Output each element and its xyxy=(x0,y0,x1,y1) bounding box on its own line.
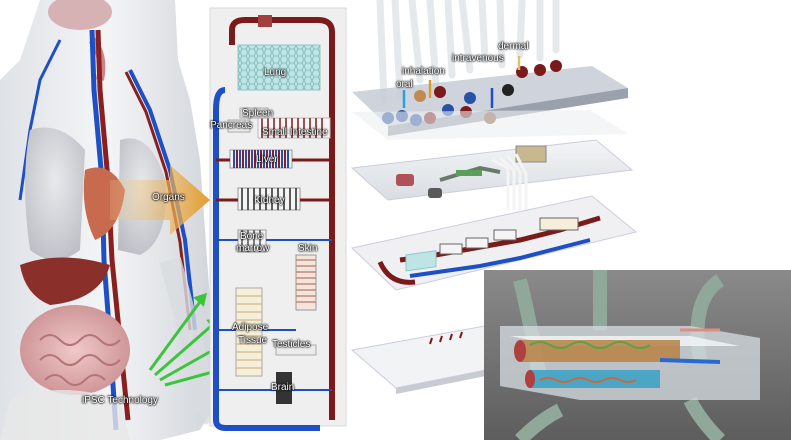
membrane-layer xyxy=(352,110,628,140)
testicles-label: Testicles xyxy=(272,339,311,350)
organs-label: Organs xyxy=(152,192,185,203)
ipsc-label: iPSC Technology xyxy=(82,395,158,406)
pancreas-label: Pancreas xyxy=(210,120,253,131)
skin-label: Skin xyxy=(298,243,318,254)
adipose-label-line1: Adipose xyxy=(232,322,269,333)
skin-chamber xyxy=(295,254,317,311)
brain xyxy=(48,0,112,30)
small-intestine-chamber xyxy=(257,117,331,139)
testicles-chamber xyxy=(275,344,317,356)
artery-channel xyxy=(229,17,335,420)
liver xyxy=(20,257,110,305)
adipose-chamber xyxy=(235,287,263,377)
adipose-label-line2: Tissue xyxy=(238,335,268,346)
kidney-label: Kidney xyxy=(254,195,285,206)
top-layer xyxy=(352,66,628,126)
route-dermal-label: dermal xyxy=(498,41,529,52)
small-intestine-label: Small Intestine xyxy=(262,127,328,138)
left-lung xyxy=(25,127,85,260)
route-intravenous-label: intravenous xyxy=(452,53,504,64)
bone-marrow-label-line2: marrow xyxy=(236,243,270,254)
route-oral-label: oral xyxy=(396,79,413,90)
brain-chamber xyxy=(276,372,292,404)
intestines xyxy=(20,305,130,395)
liver-label: Liver xyxy=(256,154,278,165)
middle-layer-organs xyxy=(396,145,547,198)
route-arrows xyxy=(402,56,521,108)
organs-arrow xyxy=(110,165,210,235)
cable-bundle xyxy=(491,153,528,210)
pancreas-chamber xyxy=(227,119,251,133)
bone-marrow-label-line1: Bone xyxy=(240,231,264,242)
vein-channel xyxy=(213,87,320,431)
spleen-label: Spleen xyxy=(242,108,274,119)
bottom-layer-marks xyxy=(429,331,463,345)
spleen-chamber xyxy=(239,107,269,119)
route-inhalation-label: inhalation xyxy=(402,66,445,77)
lung-miniature xyxy=(405,250,437,272)
device-photo-inset xyxy=(484,270,791,440)
inlet-tubes xyxy=(376,0,560,104)
chip-chambers xyxy=(439,217,579,255)
lung-label: Lung xyxy=(264,67,287,78)
liver-chamber xyxy=(229,149,293,169)
brain-label: Brain xyxy=(271,382,295,393)
